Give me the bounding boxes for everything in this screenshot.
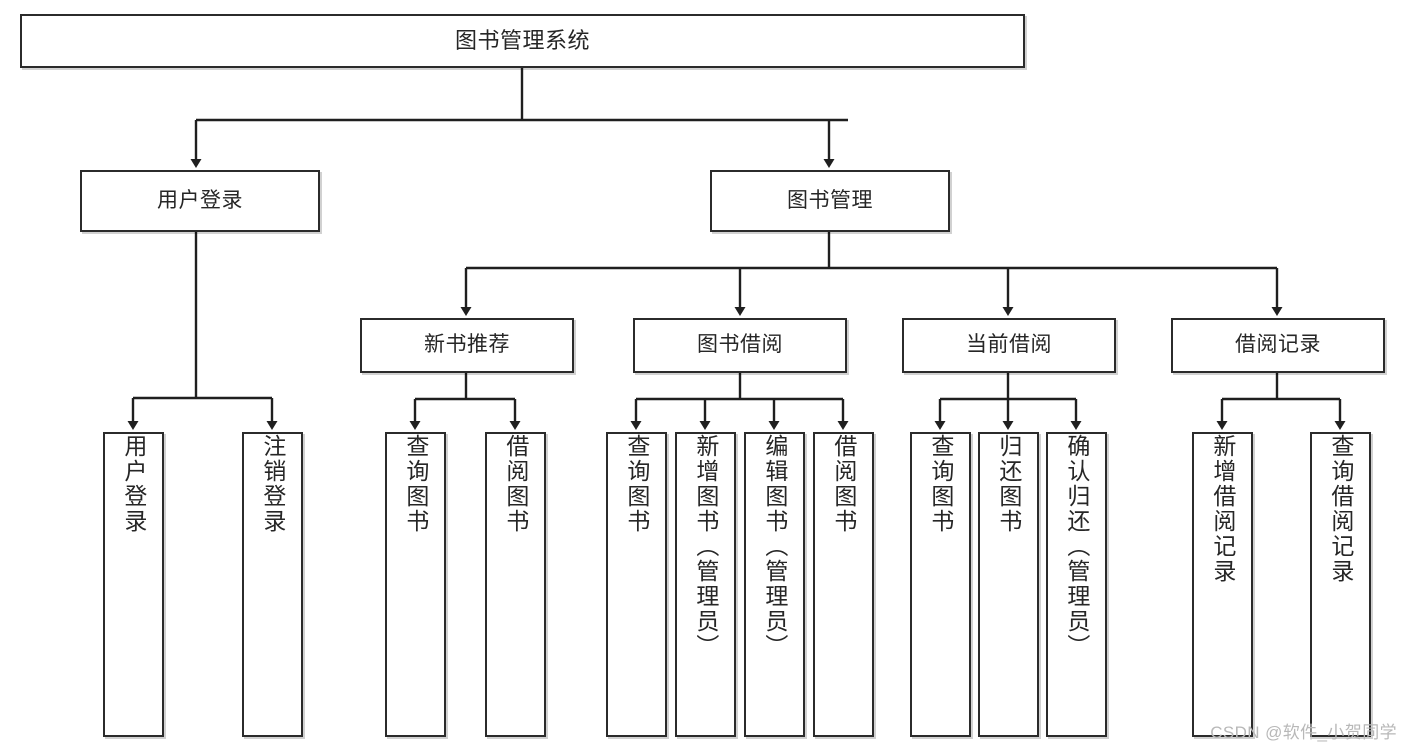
node-leaf-query-book-1[interactable]: 查询图书 bbox=[385, 432, 446, 737]
node-book-manage[interactable]: 图书管理 bbox=[710, 170, 950, 232]
node-leaf-borrow-book-2[interactable]: 借阅图书 bbox=[813, 432, 874, 737]
node-user-login-label: 用户登录 bbox=[157, 188, 243, 212]
node-leaf-add-record-label: 新增借阅记录 bbox=[1209, 434, 1236, 584]
node-leaf-add-book[interactable]: 新增图书（管理员） bbox=[675, 432, 736, 737]
node-leaf-borrow-book-1-label: 借阅图书 bbox=[502, 434, 529, 534]
node-borrow-record[interactable]: 借阅记录 bbox=[1171, 318, 1385, 373]
node-leaf-query-book-2[interactable]: 查询图书 bbox=[606, 432, 667, 737]
node-leaf-logout-login[interactable]: 注销登录 bbox=[242, 432, 303, 737]
node-leaf-query-record[interactable]: 查询借阅记录 bbox=[1310, 432, 1371, 737]
node-new-book-recommend[interactable]: 新书推荐 bbox=[360, 318, 574, 373]
node-leaf-query-record-label: 查询借阅记录 bbox=[1327, 434, 1354, 584]
node-leaf-borrow-book-2-label: 借阅图书 bbox=[830, 434, 857, 534]
node-leaf-query-book-3-label: 查询图书 bbox=[927, 434, 954, 534]
node-current-borrow[interactable]: 当前借阅 bbox=[902, 318, 1116, 373]
node-new-book-recommend-label: 新书推荐 bbox=[424, 333, 510, 357]
node-book-borrow[interactable]: 图书借阅 bbox=[633, 318, 847, 373]
node-leaf-query-book-3[interactable]: 查询图书 bbox=[910, 432, 971, 737]
node-book-manage-label: 图书管理 bbox=[787, 188, 873, 212]
node-leaf-confirm-return-label: 确认归还（管理员） bbox=[1063, 434, 1090, 659]
node-current-borrow-label: 当前借阅 bbox=[966, 333, 1052, 357]
node-leaf-return-book[interactable]: 归还图书 bbox=[978, 432, 1039, 737]
node-user-login[interactable]: 用户登录 bbox=[80, 170, 320, 232]
node-leaf-logout-login-label: 注销登录 bbox=[259, 434, 286, 534]
node-leaf-confirm-return[interactable]: 确认归还（管理员） bbox=[1046, 432, 1107, 737]
node-borrow-record-label: 借阅记录 bbox=[1235, 333, 1321, 357]
node-leaf-user-login[interactable]: 用户登录 bbox=[103, 432, 164, 737]
node-leaf-borrow-book-1[interactable]: 借阅图书 bbox=[485, 432, 546, 737]
node-root[interactable]: 图书管理系统 bbox=[20, 14, 1025, 68]
node-leaf-query-book-1-label: 查询图书 bbox=[402, 434, 429, 534]
node-leaf-user-login-label: 用户登录 bbox=[120, 434, 147, 534]
watermark-text: CSDN @软件_小贺同学 bbox=[1210, 723, 1397, 742]
node-book-borrow-label: 图书借阅 bbox=[697, 333, 783, 357]
node-leaf-add-record[interactable]: 新增借阅记录 bbox=[1192, 432, 1253, 737]
node-leaf-query-book-2-label: 查询图书 bbox=[623, 434, 650, 534]
node-leaf-edit-book[interactable]: 编辑图书（管理员） bbox=[744, 432, 805, 737]
node-root-label: 图书管理系统 bbox=[454, 28, 590, 54]
node-leaf-return-book-label: 归还图书 bbox=[995, 434, 1022, 534]
node-leaf-add-book-label: 新增图书（管理员） bbox=[692, 434, 719, 659]
node-leaf-edit-book-label: 编辑图书（管理员） bbox=[761, 434, 788, 659]
